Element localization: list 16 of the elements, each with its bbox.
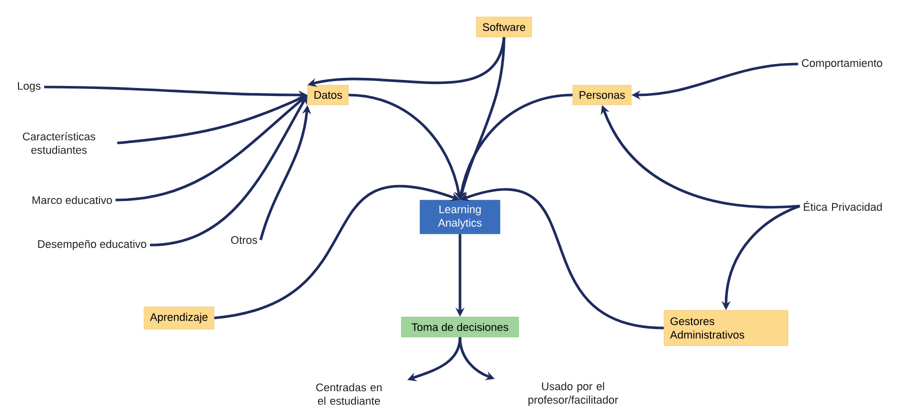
node-label: Ética Privacidad — [804, 201, 882, 211]
process-box: Software — [476, 16, 532, 38]
node-label: Otros — [231, 236, 258, 244]
process-box: Gestores Administrativos — [664, 310, 788, 346]
node-label: Características estudiantes — [22, 132, 96, 154]
node-label: Centradas en el estudiante — [316, 383, 382, 405]
node-label: Comportamiento — [802, 58, 882, 70]
process-box: Aprendizaje — [144, 306, 214, 330]
node-label: Desempeño educativo — [38, 240, 146, 250]
process-box: Personas — [572, 84, 632, 106]
central-box: Learning Analytics — [420, 200, 500, 234]
decision-box: Toma de decisiones — [401, 316, 519, 338]
node-label: Marco educativo — [32, 196, 112, 204]
node-label: Logs — [18, 82, 41, 92]
node-label: Usado por el profesor/facilitador — [528, 382, 618, 406]
process-box: Datos — [307, 84, 349, 106]
